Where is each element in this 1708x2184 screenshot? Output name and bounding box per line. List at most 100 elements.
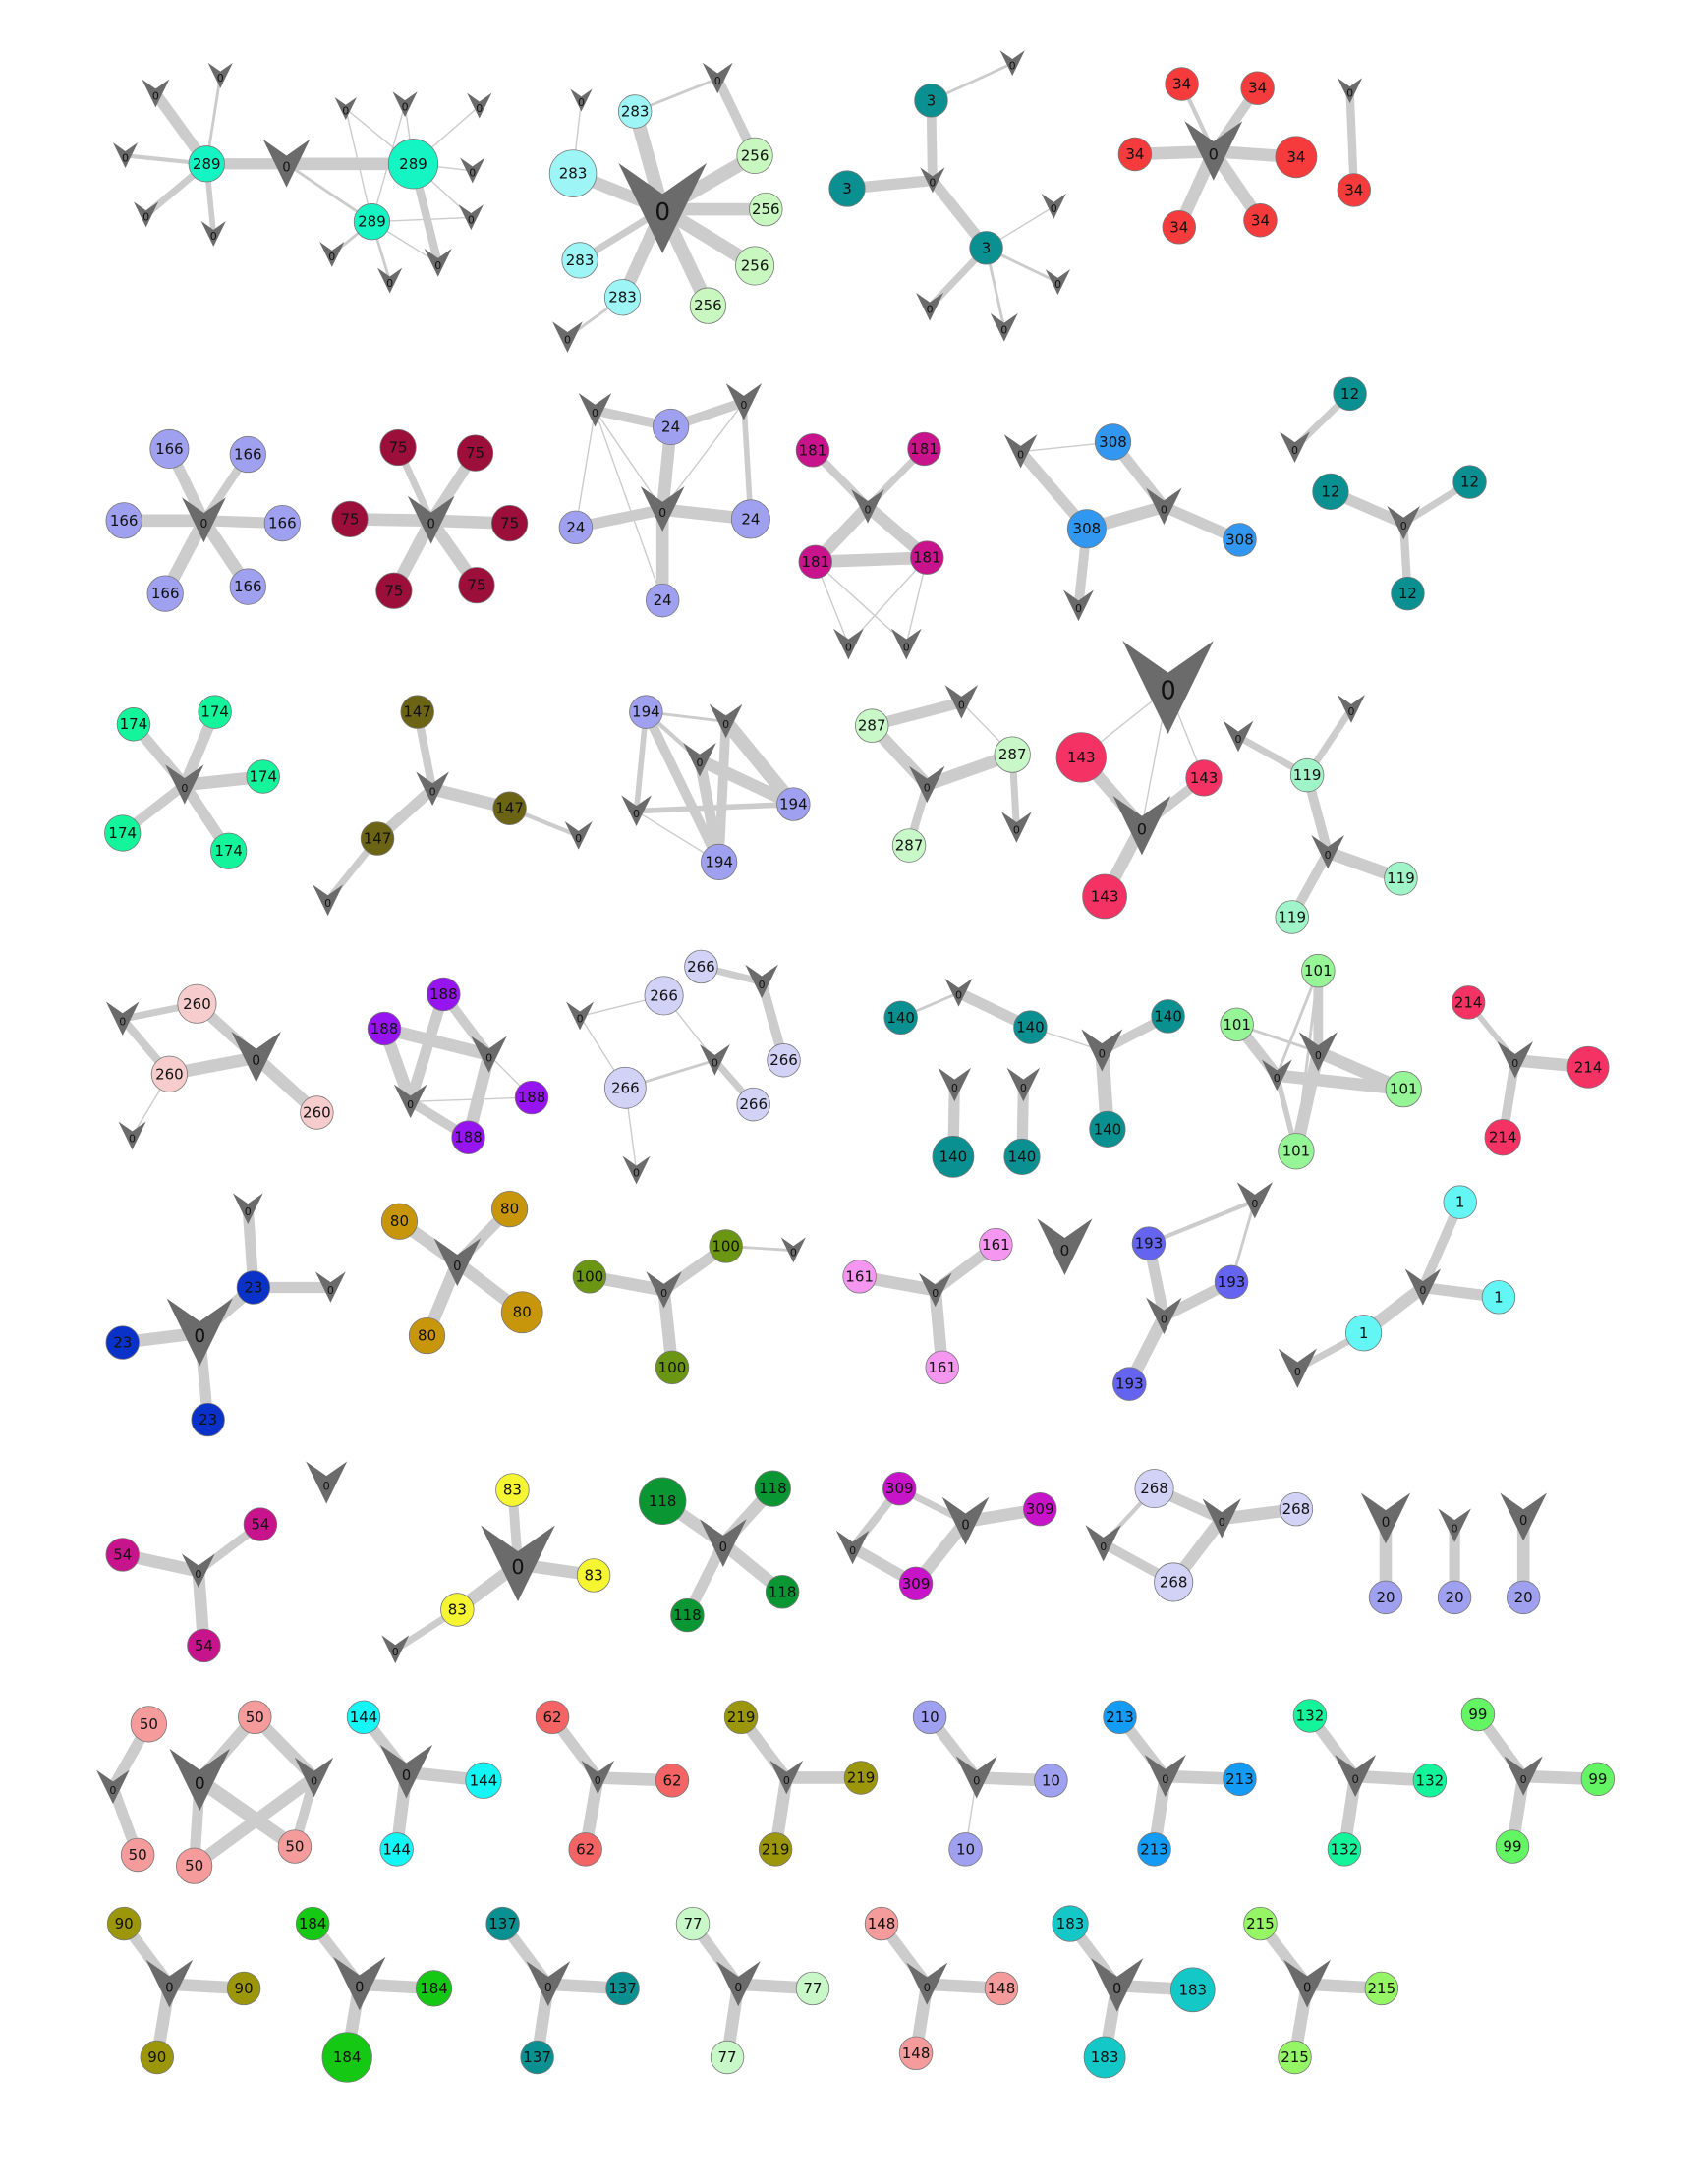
node-215: 215: [1243, 1906, 1278, 1941]
hub-label: 0: [468, 213, 475, 226]
node-label: 148: [868, 1915, 896, 1932]
node-label: 12: [1460, 474, 1479, 491]
hub-label: 0: [740, 399, 747, 412]
node-label: 256: [752, 200, 780, 218]
node-label: 144: [382, 1840, 411, 1858]
node-188: 188: [514, 1080, 549, 1115]
node-34: 34: [1240, 71, 1275, 105]
node-161: 161: [925, 1350, 959, 1385]
hub-label: 0: [1303, 1981, 1311, 1995]
hub-label: 0: [722, 718, 729, 731]
hub-label: 0: [407, 1098, 414, 1111]
edge-layer: [107, 62, 1605, 2064]
hub-node: 0: [564, 821, 593, 850]
node-label: 256: [694, 297, 722, 314]
node-3: 3: [914, 84, 948, 118]
hub-label: 0: [633, 808, 640, 820]
node-label: 174: [249, 768, 277, 786]
hub-label: 0: [658, 506, 666, 520]
graph-edge: [594, 409, 663, 601]
hub-node: 0: [646, 1271, 682, 1309]
node-34: 34: [1117, 137, 1153, 172]
hub-label: 0: [1519, 1514, 1527, 1529]
hub-label: 0: [927, 304, 934, 316]
node-label: 75: [384, 582, 403, 599]
node-label: 34: [1286, 148, 1305, 166]
node-label: 90: [115, 1915, 134, 1932]
hub-node: 0: [1261, 1059, 1292, 1092]
node-label: 260: [183, 995, 211, 1013]
node-219: 219: [843, 1761, 879, 1795]
hub-label: 0: [165, 1981, 173, 1995]
node-label: 183: [1091, 2048, 1119, 2066]
node-166: 166: [263, 504, 301, 542]
node-label: 75: [500, 515, 519, 532]
hub-label: 0: [200, 517, 208, 531]
hub-label: 0: [714, 75, 721, 87]
node-label: 50: [129, 1846, 147, 1864]
node-137: 137: [485, 1906, 520, 1941]
node-label: 308: [1073, 520, 1102, 537]
node-80: 80: [408, 1316, 446, 1355]
node-23: 23: [105, 1325, 140, 1360]
hub-label: 0: [655, 197, 670, 226]
hub-label: 0: [1347, 705, 1354, 718]
node-label: 23: [199, 1411, 217, 1428]
hub-node: 0: [1063, 589, 1094, 622]
hub-label: 0: [1251, 1198, 1258, 1210]
node-1: 1: [1443, 1185, 1477, 1219]
hub-node: 0: [313, 884, 344, 917]
node-144: 144: [346, 1700, 381, 1735]
node-label: 188: [518, 1089, 546, 1106]
hub-node: 0: [379, 1744, 433, 1799]
node-188: 188: [367, 1011, 402, 1046]
hub-node: 0: [700, 1044, 730, 1076]
hub-label: 0: [578, 96, 585, 109]
hub-label: 0: [327, 1284, 334, 1297]
node-77: 77: [710, 2040, 745, 2075]
node-140: 140: [1151, 999, 1185, 1034]
node-label: 268: [1160, 1573, 1188, 1591]
node-308: 308: [1094, 423, 1132, 461]
hub-label: 0: [453, 1260, 461, 1274]
node-label: 188: [454, 1129, 483, 1147]
hub-node: 0: [460, 157, 485, 184]
hub-label: 0: [402, 100, 409, 113]
node-10: 10: [912, 1700, 947, 1735]
node-label: 161: [845, 1267, 874, 1285]
node-12: 12: [1333, 376, 1367, 412]
node-80: 80: [380, 1203, 419, 1240]
node-label: 174: [200, 703, 229, 721]
node-label: 214: [1574, 1058, 1603, 1076]
node-166: 166: [146, 575, 184, 612]
hub-node: 0: [578, 393, 612, 427]
node-143: 143: [1055, 732, 1107, 783]
graph-edge: [1294, 969, 1320, 1153]
hub-node: 0: [1184, 121, 1243, 181]
node-label: 23: [113, 1334, 132, 1352]
node-label: 147: [364, 830, 392, 848]
node-label: 144: [470, 1771, 498, 1789]
hub-node: 0: [909, 765, 945, 804]
hub-label: 0: [1100, 1540, 1107, 1553]
node-80: 80: [500, 1291, 543, 1334]
node-215: 215: [1364, 1971, 1399, 2006]
node-label: 75: [340, 510, 359, 528]
graph-edge: [409, 1096, 533, 1102]
hub-node: 0: [851, 489, 884, 524]
graph-edge: [809, 551, 934, 569]
hub-node: 0: [392, 91, 418, 118]
node-label: 219: [762, 1840, 790, 1858]
node-219: 219: [758, 1832, 793, 1867]
node-label: 83: [585, 1566, 603, 1584]
hub-node: 0: [1045, 269, 1071, 295]
hub-node: 0: [105, 1001, 140, 1036]
node-308: 308: [1066, 509, 1107, 549]
hub-node: 0: [709, 703, 743, 739]
hub-node: 0: [725, 383, 763, 420]
node-label: 3: [982, 239, 992, 256]
node-50: 50: [130, 1706, 167, 1743]
node-label: 34: [1251, 211, 1270, 229]
node-label: 181: [910, 440, 939, 458]
